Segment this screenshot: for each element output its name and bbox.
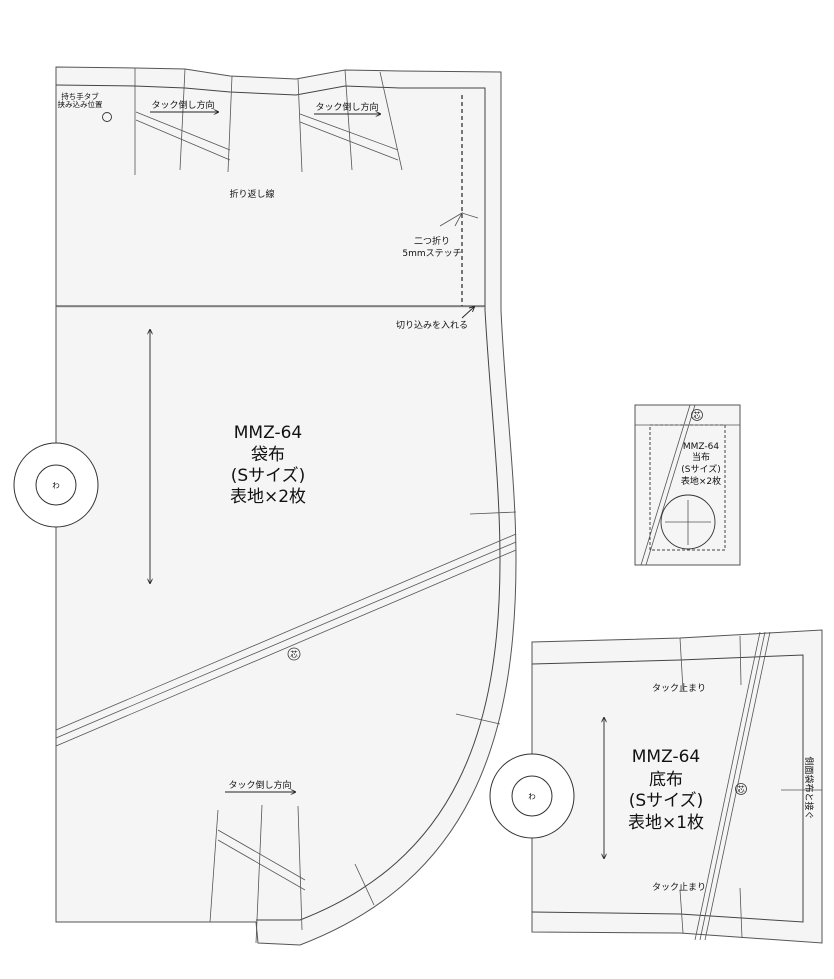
tuck-direction-label-3: タック倒し方向 [228, 779, 291, 791]
svg-text:芯: 芯 [737, 784, 745, 794]
bottom-tuck [209, 804, 306, 944]
notch-label: 切り込みを入れる [396, 320, 468, 331]
patch-piece: 芯 MMZ-64 当布 (Sサイズ) 表地×2枚 [634, 404, 741, 566]
bottom-title-2: 底布 [649, 770, 683, 790]
fold-mark-bag-text: わ [52, 481, 60, 490]
handle-tab-label-2: 挟み込み位置 [58, 99, 103, 109]
fold-back-line-label: 折り返し線 [229, 188, 274, 200]
svg-text:芯: 芯 [290, 649, 298, 659]
diagonal-band [55, 533, 517, 747]
svg-text:芯: 芯 [693, 410, 701, 420]
fold-mark-bottom: わ [489, 753, 575, 839]
interfacing-mark-patch: 芯 [691, 409, 703, 421]
bottom-seam [531, 654, 804, 923]
tuck-direction-label-2: タック倒し方向 [315, 101, 378, 113]
interfacing-mark-bag: 芯 [287, 647, 301, 661]
bag-piece: わ 芯 持ち手タブ 挟み込み位置 タック倒し方向 タック倒し方向 折り返し線 二… [13, 66, 517, 946]
fold-stitch-label-1: 二つ折り [414, 235, 450, 247]
tuck-stop-label-top: タック止まり [652, 682, 706, 694]
bag-title-3: (Sサイズ) [231, 466, 306, 486]
patch-outline [634, 404, 741, 566]
top-tuck-right [297, 69, 403, 173]
patch-circle [660, 494, 716, 550]
patch-title-1: MMZ-64 [683, 442, 720, 452]
bag-title-1: MMZ-64 [234, 423, 302, 443]
handle-tab-label-1: 持ち手タブ [61, 91, 99, 101]
tuck-stop-label-bottom: タック止まり [652, 881, 706, 893]
fold-mark-bag: わ [13, 442, 99, 528]
fold-mark-bottom-text: わ [528, 792, 536, 801]
bottom-title-1: MMZ-64 [632, 747, 700, 767]
fold-stitch-label-2: 5mmステッチ [402, 248, 461, 259]
top-tuck-left [134, 68, 233, 175]
patch-title-2: 当布 [692, 451, 710, 463]
interfacing-mark-bottom: 芯 [735, 783, 747, 795]
bag-title-2: 袋布 [251, 445, 285, 465]
tuck-direction-label-1: タック倒し方向 [151, 99, 214, 111]
bottom-title-4: 表地×1枚 [628, 813, 704, 833]
bottom-title-3: (Sサイズ) [629, 791, 704, 811]
bag-piece-outline [55, 66, 517, 946]
side-join-label: 側面袋布と接ぐ [803, 756, 815, 819]
patch-title-3: (Sサイズ) [681, 463, 720, 475]
patch-title-4: 表地×2枚 [681, 475, 721, 487]
handle-tab-marker [102, 112, 112, 122]
bag-title-4: 表地×2枚 [230, 487, 306, 507]
bottom-piece: わ 芯 タック止まり タック止まり MMZ-64 底布 (Sサイズ) 表地×1枚… [489, 629, 823, 944]
bag-seam-line [55, 84, 501, 921]
